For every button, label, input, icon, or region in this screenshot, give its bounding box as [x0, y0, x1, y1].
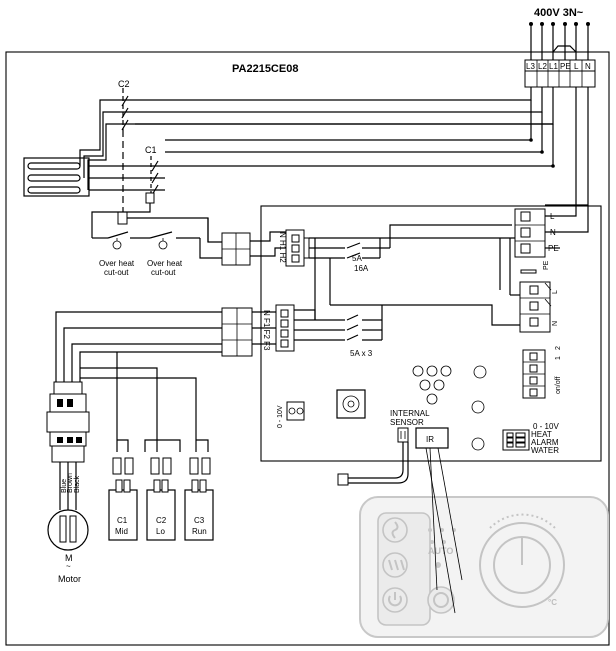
ir-receiver — [415, 427, 449, 449]
contactor-c2-label: C2 — [118, 79, 130, 89]
motor-label: Motor — [58, 574, 81, 584]
control-0-10v-terminal — [286, 401, 305, 421]
board-ground-n-label: N — [552, 321, 559, 326]
output-label-water: WATER — [531, 446, 559, 455]
fan-fuse-label: 5A x 3 — [350, 349, 373, 358]
board-ground-terminal — [519, 269, 552, 333]
supply-dots — [529, 22, 590, 26]
fan-connector-label: N F1 F2 F3 — [262, 310, 271, 351]
heat-connector — [285, 229, 310, 267]
adjust-dial — [336, 389, 366, 419]
fan-fuse-wiring — [294, 305, 383, 341]
fan-connector — [275, 304, 295, 352]
contactor-c1-label: C1 — [145, 145, 157, 155]
capacitor-c1-code: C1 — [117, 516, 128, 525]
on-off-number-2: 2 — [555, 346, 562, 350]
internal-sensor — [337, 427, 409, 486]
contactor-c2 — [108, 88, 135, 131]
board-ground-l-label: L — [552, 290, 559, 294]
board-ground-pe-label: PE — [543, 260, 550, 270]
capacitor-c3 — [184, 479, 214, 541]
capacitor-c2 — [146, 479, 176, 541]
heat-fuse-label-16a: 16A — [354, 264, 369, 273]
output-label-heat: HEAT — [531, 430, 552, 439]
on-off-label: on/off — [555, 377, 562, 394]
motor-plug — [46, 381, 90, 463]
terminal-label-pe: PE — [560, 62, 571, 71]
control-panel: AUTO °C — [359, 496, 609, 638]
power-button-icon — [382, 587, 408, 613]
capacitor-c2-code: C2 — [156, 516, 167, 525]
status-leds — [412, 365, 452, 405]
fan-wire-connector — [221, 307, 253, 357]
capacitor-connectors — [112, 457, 211, 475]
motor-wire-blue: Blue — [61, 479, 68, 493]
supply-wires-to-contactors — [135, 87, 589, 206]
cutout-connector — [221, 232, 251, 266]
fan-mode-icon — [382, 517, 408, 543]
heat-fuse-label-5a: 5A — [352, 254, 362, 263]
terminal-label-l2: L2 — [538, 62, 547, 71]
capacitor-c3-name: Run — [192, 527, 207, 536]
terminal-label-n: N — [585, 62, 591, 71]
panel-unit-label: °C — [548, 598, 557, 607]
unit-enclosure — [5, 51, 610, 646]
heating-element — [23, 157, 90, 197]
ir-beam-lines — [425, 447, 463, 614]
terminal-label-l3: L3 — [526, 62, 535, 71]
panel-auto-label: AUTO — [428, 546, 453, 556]
supply-terminal-strip: L3 L2 L1 PE L N — [524, 59, 596, 88]
output-terminal — [502, 429, 530, 451]
terminal-label-l: L — [574, 62, 579, 71]
model-label: PA2215CE08 — [232, 63, 298, 75]
on-off-number-1: 1 — [555, 356, 562, 360]
auto-button — [427, 586, 455, 614]
supply-leads — [530, 24, 589, 60]
capacitor-c3-code: C3 — [194, 516, 205, 525]
motor-symbol-m: M — [65, 553, 73, 563]
heat-mode-icon — [382, 552, 408, 578]
motor-wire-black: Black — [74, 475, 81, 493]
motor-symbol-ac: ~ — [66, 562, 71, 571]
motor-wiring — [55, 311, 222, 510]
capacitor-c2-name: Lo — [156, 527, 165, 536]
supply-label: 400V 3N~ — [534, 7, 584, 19]
overheat-cutout-2 — [149, 231, 173, 250]
contactor-c1 — [138, 156, 165, 204]
temperature-dial — [479, 513, 565, 608]
heat-connector-label: N H1 H2 — [278, 232, 287, 263]
heater-feed-wires — [79, 99, 138, 191]
terminal-label-l1: L1 — [549, 62, 558, 71]
overheat-cutout-1 — [107, 231, 129, 250]
mounting-holes — [471, 365, 487, 451]
motor-wire-brown: Brown — [67, 473, 74, 493]
board-power-terminal — [514, 208, 546, 258]
overheat-cutout-circuit — [91, 203, 222, 259]
heat-fuse-wiring — [309, 224, 515, 259]
motor-symbol — [47, 509, 89, 551]
output-label-alarm: ALARM — [531, 438, 559, 447]
capacitor-c1-name: Mid — [115, 527, 128, 536]
output-label-0-10v: 0 - 10V — [533, 422, 559, 431]
on-off-terminal — [522, 349, 546, 399]
capacitor-c1 — [108, 479, 138, 541]
ir-label: IR — [426, 435, 434, 444]
control-0-10v-label: 0 - 10V — [277, 405, 284, 428]
